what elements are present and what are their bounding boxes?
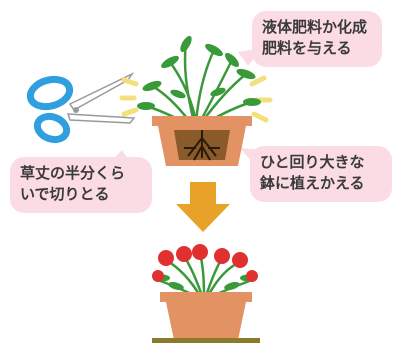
sparkle-rays-icon [119, 75, 273, 123]
scissors-icon [26, 72, 136, 144]
cut-callout-line-2: いで切りとる [20, 185, 110, 203]
fertilizer-callout-line-2: 肥料を与える [262, 39, 352, 57]
flowering-plant-icon [152, 244, 260, 343]
fertilizer-callout: 液体肥料か化成 肥料を与える [252, 11, 382, 67]
cut-callout-line-1: 草丈の半分くら [20, 164, 126, 182]
fertilizer-callout-line-1: 液体肥料か化成 [262, 18, 368, 36]
down-arrow-icon [176, 182, 230, 232]
repot-callout-line-2: 鉢に植えかえる [260, 174, 365, 192]
plant-with-roots-icon [137, 35, 261, 166]
repot-callout: ひと回り大きな 鉢に植えかえる [250, 146, 392, 202]
cut-callout: 草丈の半分くら いで切りとる [10, 157, 152, 213]
repot-callout-line-1: ひと回り大きな [260, 153, 365, 171]
